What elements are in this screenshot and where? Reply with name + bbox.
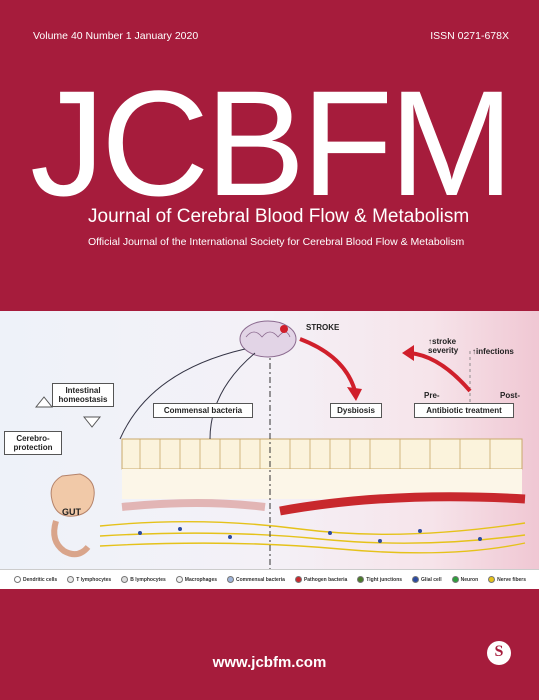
official-line: Official Journal of the International So… (88, 236, 465, 248)
figure-legend: Dendritic cells T lymphocytes B lymphocy… (0, 569, 539, 589)
up-arrow-icon (34, 396, 54, 408)
stroke-lesion-icon (280, 325, 288, 333)
gut-label: GUT (62, 507, 81, 517)
legend-item: T lymphocytes (67, 576, 111, 583)
legend-item: Tight junctions (357, 576, 402, 583)
vessel-left (121, 499, 266, 511)
journal-title: Journal of Cerebral Blood Flow & Metabol… (88, 206, 470, 227)
legend-item: Macrophages (175, 576, 217, 583)
figure-illustration (34, 320, 526, 569)
commensal-bacteria-box: Commensal bacteria (153, 403, 253, 418)
legend-item: Pathogen bacteria (294, 576, 347, 583)
glial-cells (138, 527, 482, 543)
website-url: www.jcbfm.com (212, 654, 327, 671)
sage-logo-icon: S (487, 641, 511, 665)
down-arrow-icon (82, 416, 102, 428)
legend-item: B lymphocytes (121, 576, 166, 583)
top-info-line: Volume 40 Number 1 January 2020 ISSN 027… (33, 30, 509, 42)
legend-item: Dendritic cells (14, 576, 57, 583)
pre-label: Pre- (424, 391, 440, 400)
brain-icon (239, 320, 297, 358)
vessel-right (279, 492, 526, 516)
gut-icon (50, 473, 95, 517)
masthead: JCBFM (30, 59, 514, 227)
issue-info: Volume 40 Number 1 January 2020 (33, 30, 199, 42)
legend-item: Glial cell (412, 576, 442, 583)
legend-item: Nerve fibers (488, 576, 526, 583)
cerebro-protection-box: Cerebro-protection (4, 431, 62, 455)
antibiotic-treatment-box: Antibiotic treatment (414, 403, 514, 418)
stroke-severity-label: ↑stroke severity (428, 337, 459, 355)
nerve-fibers (99, 520, 526, 554)
infections-label: ↑infections (472, 347, 514, 356)
intestinal-homeostasis-box: Intestinal homeostasis (52, 383, 114, 407)
cover-figure: STROKE Intestinal homeostasis Cerebro-pr… (0, 311, 539, 589)
red-arrow-dysbiosis (299, 337, 357, 392)
post-label: Post- (500, 391, 520, 400)
legend-item: Commensal bacteria (227, 576, 285, 583)
stroke-label: STROKE (306, 323, 340, 332)
dysbiosis-box: Dysbiosis (330, 403, 382, 418)
issn: ISSN 0271-678X (430, 30, 509, 42)
legend-item: Neuron (451, 576, 478, 583)
red-arrow-severity (409, 351, 472, 393)
epithelium-band (121, 438, 523, 470)
